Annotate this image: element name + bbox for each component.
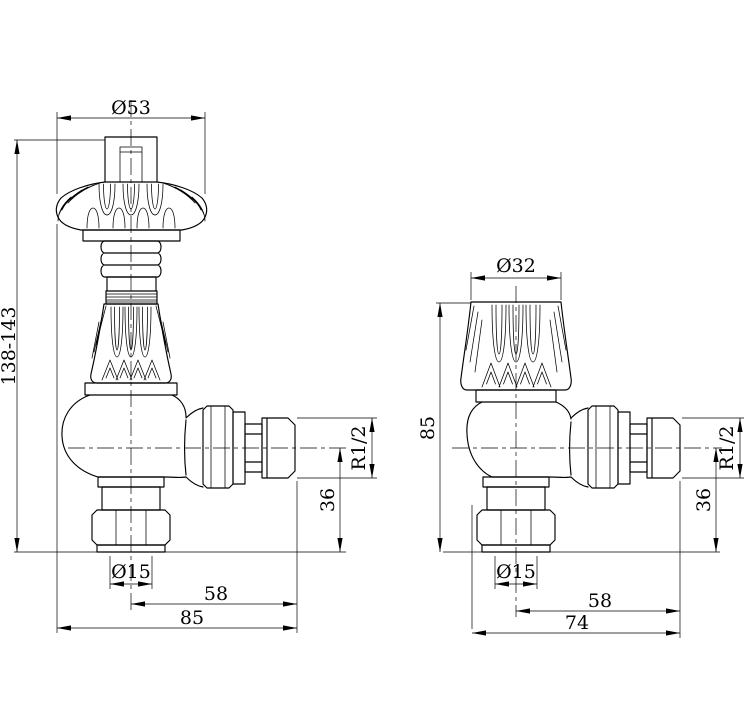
dim-right-inlet-diameter: Ø15 bbox=[496, 561, 536, 583]
left-union-nut-facets bbox=[210, 405, 226, 489]
left-inlet-hex-nut bbox=[91, 509, 171, 546]
dim-right-outlet-thread: R1/2 bbox=[716, 426, 738, 471]
left-ornate-cap-outline bbox=[55, 181, 208, 231]
right-outlet-endcap bbox=[646, 417, 681, 479]
right-inlet-hex-facets bbox=[500, 509, 532, 546]
left-cap-base-plate bbox=[82, 229, 181, 242]
extension-lines bbox=[14, 112, 744, 638]
left-ornate-cap-petals bbox=[57, 182, 206, 229]
left-neck-rings bbox=[100, 240, 162, 278]
left-valve bbox=[55, 136, 296, 553]
dim-right-center-to-base: 36 bbox=[693, 488, 715, 512]
dim-left-inlet-diameter: Ø15 bbox=[111, 561, 151, 583]
dim-right-overall-height: 85 bbox=[417, 416, 439, 440]
dim-left-center-to-base: 36 bbox=[317, 488, 339, 512]
right-union-nut-facets bbox=[595, 405, 611, 489]
left-union-nut bbox=[202, 405, 234, 489]
dimension-lines bbox=[14, 115, 743, 636]
dim-right-center-to-outlet: 58 bbox=[588, 590, 612, 612]
left-body bbox=[61, 394, 204, 488]
centerlines bbox=[68, 100, 722, 617]
dim-right-overall-depth: 74 bbox=[565, 612, 589, 634]
right-extension-lines bbox=[436, 272, 744, 638]
dimension-labels: Ø53 138-143 R1/2 36 Ø15 58 85 Ø32 85 R1/… bbox=[0, 97, 738, 634]
dim-left-overall-height: 138-143 bbox=[0, 307, 20, 386]
dim-left-outlet-thread: R1/2 bbox=[348, 426, 370, 471]
right-union-flange bbox=[617, 411, 631, 485]
left-shoulder-ring bbox=[84, 382, 178, 396]
right-fluted-cap-flutes bbox=[465, 304, 567, 388]
right-valve bbox=[460, 301, 681, 553]
left-knurl-lines bbox=[105, 293, 158, 303]
right-inlet-hex-nut bbox=[476, 509, 556, 546]
right-body bbox=[466, 401, 589, 488]
right-union-nut bbox=[587, 405, 619, 489]
dim-left-center-to-outlet: 58 bbox=[204, 583, 228, 605]
left-union-flange bbox=[232, 411, 246, 485]
dim-left-head-diameter: Ø53 bbox=[111, 97, 151, 119]
dim-left-overall-depth: 85 bbox=[180, 607, 204, 629]
left-bottom-ring bbox=[97, 476, 165, 488]
left-extension-lines bbox=[14, 112, 377, 633]
dim-right-cap-diameter: Ø32 bbox=[496, 255, 536, 277]
right-bottom-ring bbox=[482, 476, 550, 488]
left-inlet-hex-facets bbox=[115, 509, 147, 546]
